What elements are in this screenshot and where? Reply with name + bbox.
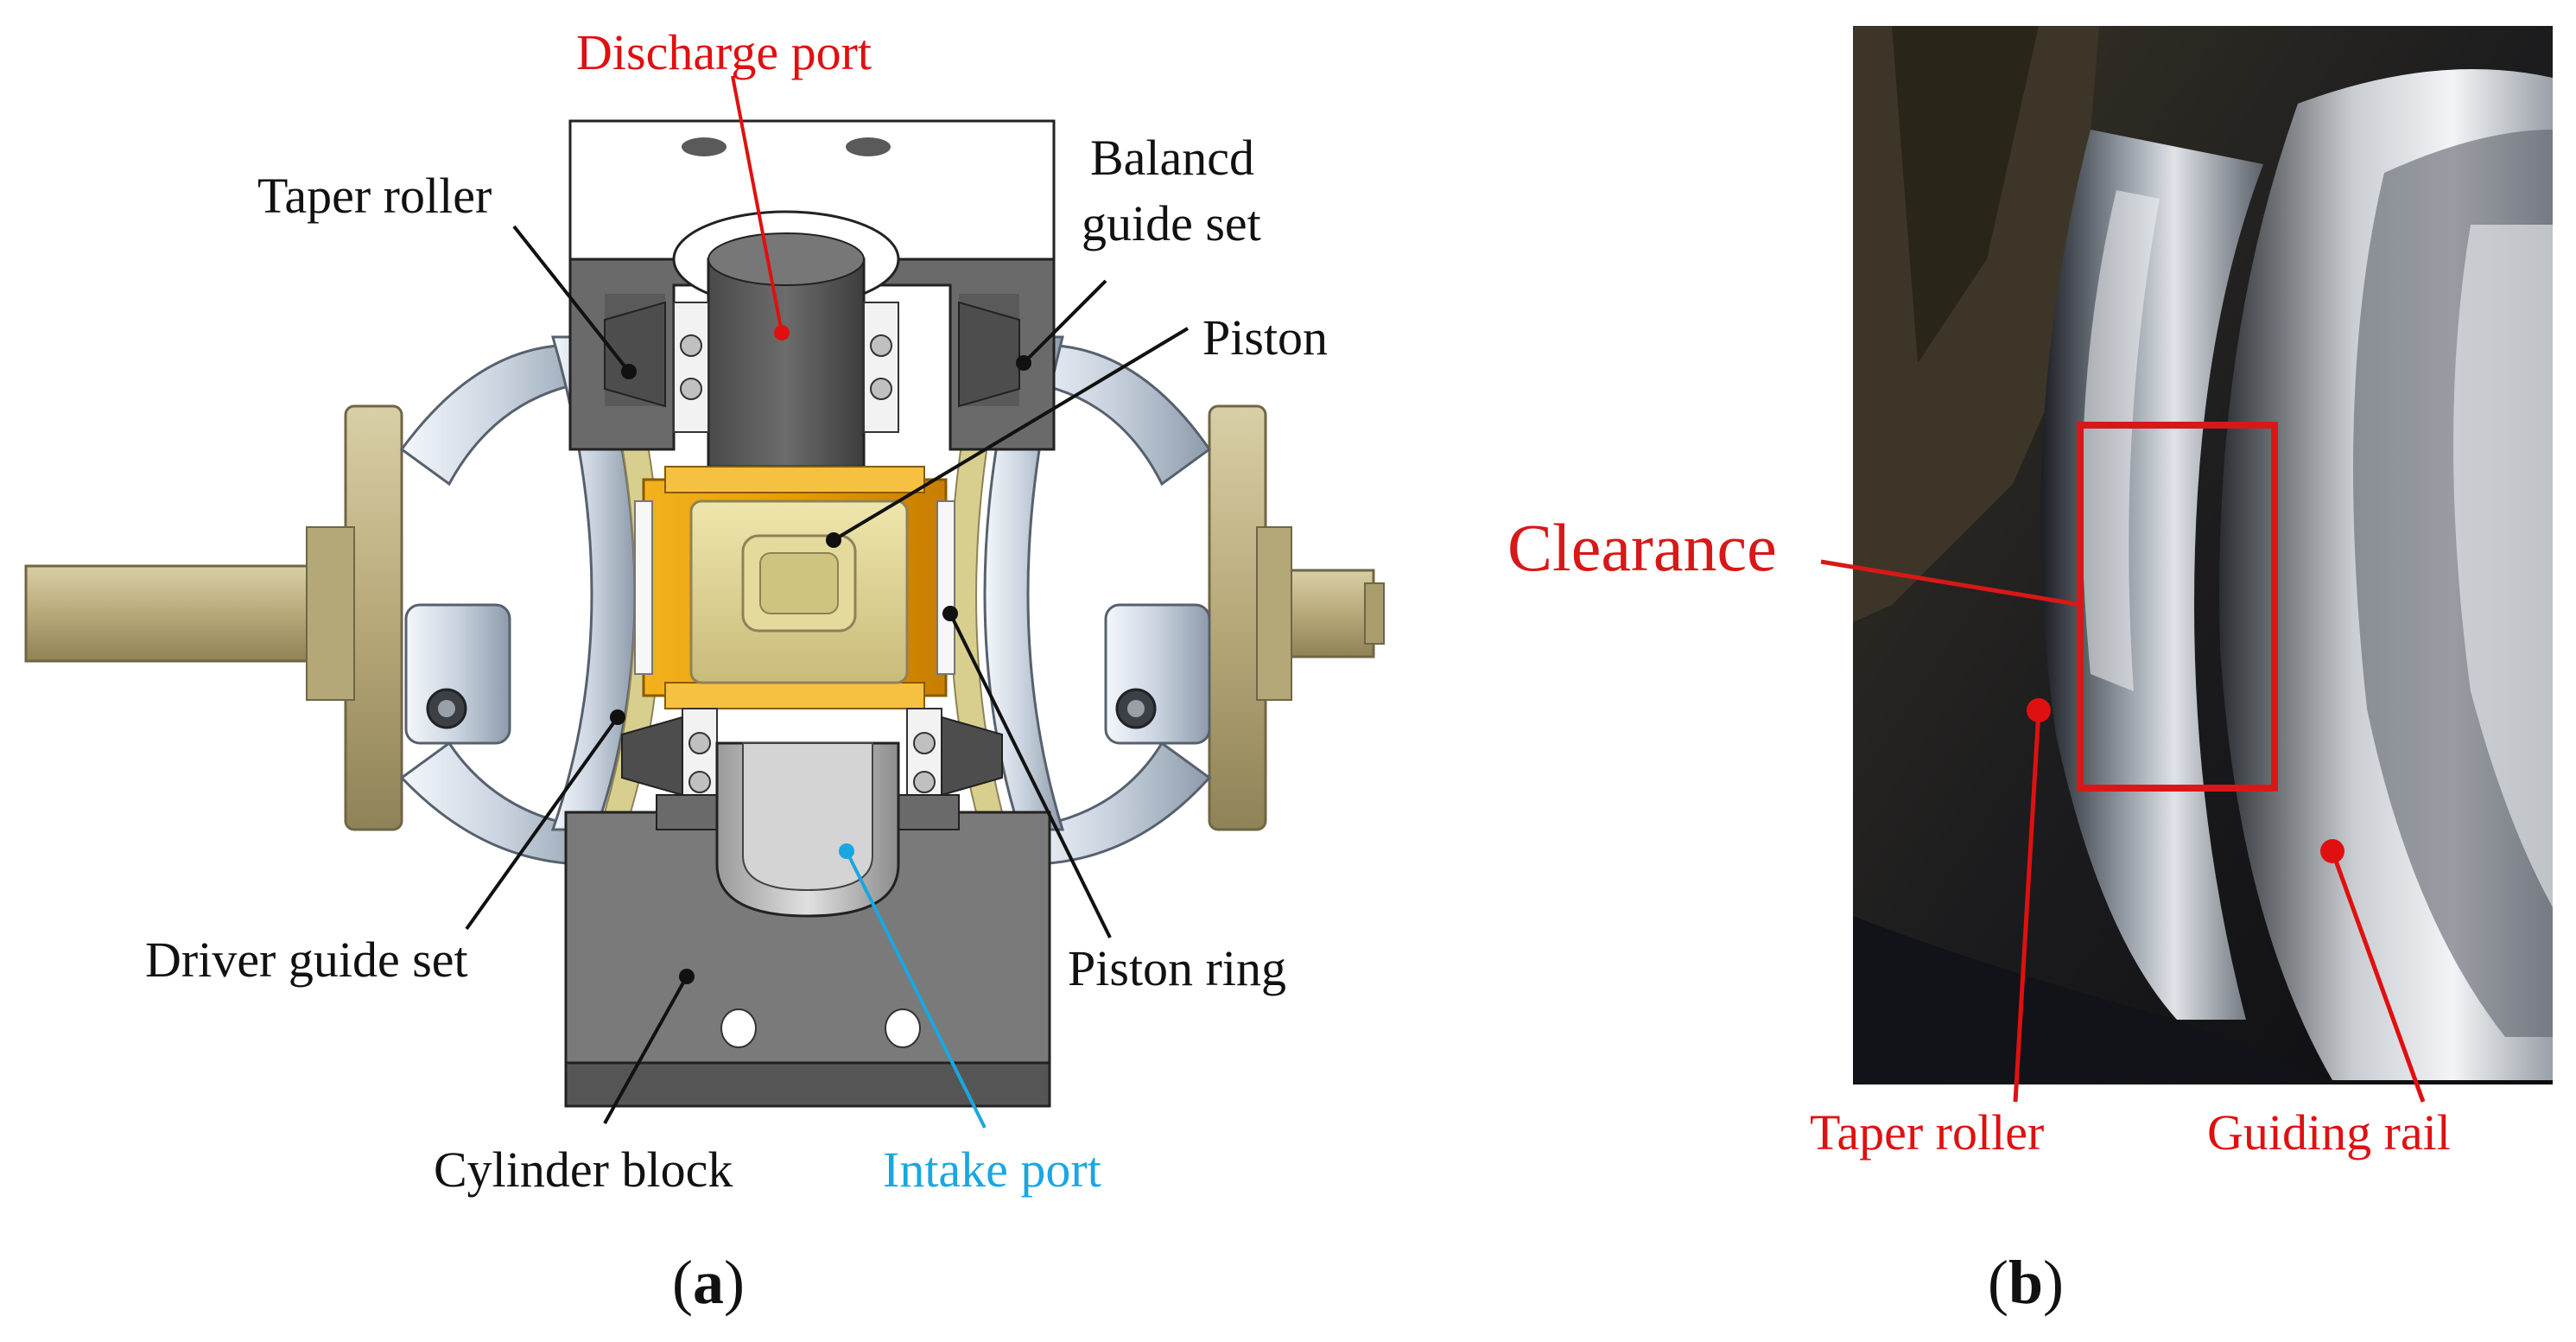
panel-b-photo <box>1820 26 2553 1103</box>
label-piston: Piston <box>1202 309 1329 366</box>
label-balanced-guide-set-line2: guide set <box>1082 195 1261 251</box>
leader-piston-ring <box>949 613 1112 938</box>
piston-ring-right <box>936 500 955 675</box>
leader-balanced-guide-set <box>1022 279 1107 365</box>
label-balanced-guide-set-line1: Balancd <box>1090 130 1255 186</box>
leader-piston <box>832 327 1190 542</box>
piston-ring-left <box>634 500 653 675</box>
leader-taper-roller-b <box>2013 709 2041 1103</box>
caption-a: (a) <box>672 1248 745 1317</box>
intake-port-cylinder <box>742 742 873 892</box>
label-taper-roller-b: Taper roller <box>1810 1104 2045 1161</box>
discharge-port-cylinder <box>707 258 866 468</box>
label-discharge-port: Discharge port <box>576 24 872 80</box>
label-guiding-rail: Guiding rail <box>2207 1104 2451 1161</box>
leader-taper-roller-a <box>512 225 631 373</box>
leader-guiding-rail <box>2330 850 2426 1103</box>
left-shaft <box>24 564 313 663</box>
label-clearance: Clearance <box>1507 510 1777 585</box>
balanced-guide-rail <box>983 335 1065 831</box>
taper-roller-right <box>958 301 1020 408</box>
leader-discharge-port <box>731 75 784 334</box>
leader-intake-port <box>845 850 987 1129</box>
leader-clearance <box>1820 559 2083 607</box>
label-taper-roller-a: Taper roller <box>257 168 492 224</box>
leader-driver-guide-set <box>465 716 619 931</box>
caption-b: (b) <box>1987 1248 2065 1317</box>
leader-cylinder-block <box>603 976 688 1124</box>
label-cylinder-block: Cylinder block <box>434 1142 733 1198</box>
label-driver-guide-set: Driver guide set <box>145 932 468 988</box>
label-intake-port: Intake port <box>883 1142 1101 1198</box>
taper-roller-left <box>604 301 666 408</box>
label-piston-ring: Piston ring <box>1068 940 1286 996</box>
